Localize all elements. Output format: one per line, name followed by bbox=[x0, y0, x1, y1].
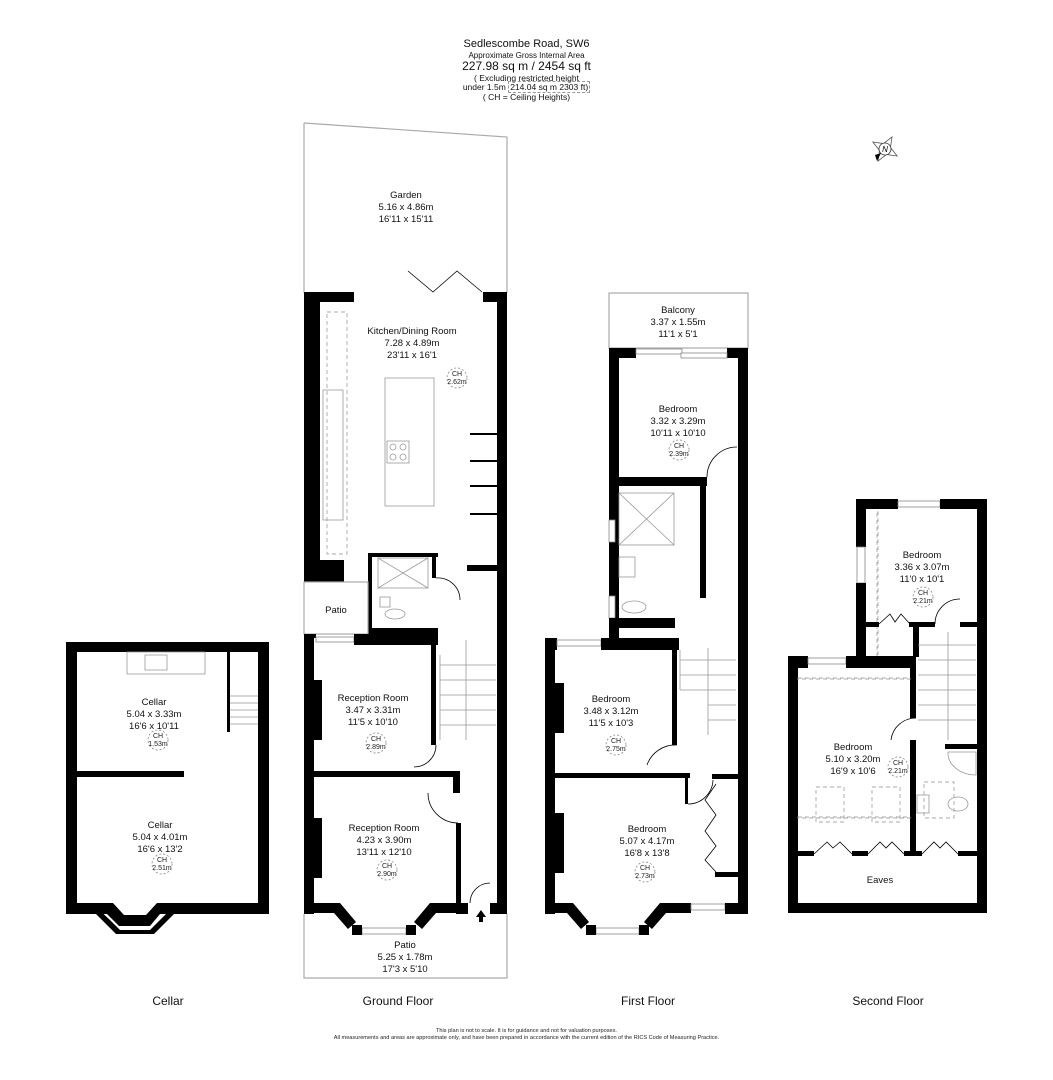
svg-text:5.07 x 4.17m: 5.07 x 4.17m bbox=[620, 836, 675, 847]
svg-text:16'6 x 10'11: 16'6 x 10'11 bbox=[129, 721, 179, 732]
second-floor: Bedroom 3.36 x 3.07m 11'0 x 10'1 CH 2.21… bbox=[788, 499, 987, 913]
svg-text:4.23 x 3.90m: 4.23 x 3.90m bbox=[357, 835, 412, 846]
floor-label-cellar: Cellar bbox=[152, 994, 184, 1008]
excluding-note-1: ( Excluding restricted height bbox=[474, 72, 579, 83]
area-subtitle: Approximate Gross Internal Area bbox=[468, 50, 585, 60]
svg-text:3.37 x 1.55m: 3.37 x 1.55m bbox=[651, 317, 706, 328]
disclaimer-line-2: All measurements and areas are approxima… bbox=[333, 1034, 720, 1041]
svg-text:3.36 x 3.07m: 3.36 x 3.07m bbox=[895, 562, 950, 573]
svg-text:Bedroom: Bedroom bbox=[628, 824, 667, 835]
svg-text:Cellar: Cellar bbox=[148, 820, 173, 831]
svg-text:3.47 x 3.31m: 3.47 x 3.31m bbox=[346, 705, 401, 716]
svg-text:Garden: Garden bbox=[390, 190, 422, 201]
svg-text:11'1 x 5'1: 11'1 x 5'1 bbox=[658, 329, 697, 340]
svg-text:2.89m: 2.89m bbox=[366, 744, 386, 751]
patio-side-label: Patio bbox=[325, 605, 347, 616]
svg-text:Balcony: Balcony bbox=[661, 305, 695, 316]
svg-text:2.62m: 2.62m bbox=[447, 379, 467, 386]
svg-text:CH: CH bbox=[674, 443, 684, 450]
svg-text:Patio: Patio bbox=[394, 940, 416, 951]
cellar-floor: Cellar 5.04 x 3.33m 16'6 x 10'11 CH 1.53… bbox=[66, 642, 269, 934]
bedroom-second-front-label: Bedroom 5.10 x 3.20m 16'9 x 10'6 CH 2.21… bbox=[826, 742, 909, 778]
svg-text:5.16 x 4.86m: 5.16 x 4.86m bbox=[379, 202, 434, 213]
svg-text:5.04 x 3.33m: 5.04 x 3.33m bbox=[127, 709, 182, 720]
north-compass-icon: N bbox=[871, 135, 899, 163]
eaves-label: Eaves bbox=[867, 875, 894, 886]
svg-text:Reception Room: Reception Room bbox=[338, 693, 409, 704]
svg-text:5.25 x 1.78m: 5.25 x 1.78m bbox=[378, 952, 433, 963]
svg-text:2.75m: 2.75m bbox=[606, 746, 626, 753]
svg-text:CH: CH bbox=[382, 863, 392, 870]
svg-text:1.53m: 1.53m bbox=[148, 741, 168, 748]
bedroom-second-rear-label: Bedroom 3.36 x 3.07m 11'0 x 10'1 CH 2.21… bbox=[895, 550, 950, 608]
svg-text:2.21m: 2.21m bbox=[913, 598, 933, 605]
svg-text:Reception Room: Reception Room bbox=[349, 823, 420, 834]
patio-front-label: Patio 5.25 x 1.78m 17'3 x 5'10 bbox=[378, 940, 433, 975]
svg-text:CH: CH bbox=[452, 371, 462, 378]
property-title: Sedlescombe Road, SW6 bbox=[463, 38, 590, 50]
bedroom-first-front-label: Bedroom 5.07 x 4.17m 16'8 x 13'8 CH 2.73… bbox=[620, 824, 675, 883]
svg-text:CH: CH bbox=[157, 857, 167, 864]
reception-front-label: Reception Room 4.23 x 3.90m 13'11 x 12'1… bbox=[349, 823, 420, 881]
svg-text:11'5 x 10'3: 11'5 x 10'3 bbox=[589, 718, 634, 729]
excluding-note-2: under 1.5m 214.04 sq m 2303 ft) bbox=[0, 81, 1053, 94]
svg-text:17'3 x 5'10: 17'3 x 5'10 bbox=[382, 964, 427, 975]
svg-text:Bedroom: Bedroom bbox=[659, 404, 698, 415]
reception-rear-label: Reception Room 3.47 x 3.31m 11'5 x 10'10… bbox=[338, 693, 409, 754]
svg-text:CH: CH bbox=[371, 736, 381, 743]
svg-text:CH: CH bbox=[611, 738, 621, 745]
svg-text:CH: CH bbox=[893, 760, 903, 767]
svg-text:Cellar: Cellar bbox=[142, 697, 167, 708]
svg-text:2.21m: 2.21m bbox=[888, 768, 908, 775]
compass-north-label: N bbox=[882, 145, 888, 154]
svg-text:2.73m: 2.73m bbox=[635, 873, 655, 880]
svg-text:CH: CH bbox=[918, 590, 928, 597]
excluding-note-area: 214.04 sq m 2303 ft) bbox=[508, 81, 591, 94]
excluding-note-prefix: under 1.5m bbox=[462, 82, 506, 93]
floor-label-ground: Ground Floor bbox=[362, 994, 434, 1008]
kitchen-dining-label: Kitchen/Dining Room 7.28 x 4.89m 23'11 x… bbox=[367, 326, 468, 389]
svg-text:Bedroom: Bedroom bbox=[592, 694, 631, 705]
svg-text:16'9 x 10'6: 16'9 x 10'6 bbox=[830, 766, 875, 777]
svg-text:Bedroom: Bedroom bbox=[903, 550, 942, 561]
svg-text:16'6 x 13'2: 16'6 x 13'2 bbox=[137, 844, 182, 855]
cellar-lower-label: Cellar 5.04 x 4.01m 16'6 x 13'2 CH 2.51m bbox=[133, 820, 188, 875]
first-floor: Balcony 3.37 x 1.55m 11'1 x 5'1 Bedroom … bbox=[545, 292, 749, 935]
svg-text:3.32 x 3.29m: 3.32 x 3.29m bbox=[651, 416, 706, 427]
bedroom-first-mid-label: Bedroom 3.48 x 3.12m 11'5 x 10'3 CH 2.75… bbox=[584, 694, 639, 756]
svg-text:11'5 x 10'10: 11'5 x 10'10 bbox=[348, 717, 398, 728]
svg-text:13'11 x 12'10: 13'11 x 12'10 bbox=[356, 847, 411, 858]
floor-label-first: First Floor bbox=[621, 994, 675, 1008]
floor-label-second: Second Floor bbox=[852, 994, 924, 1008]
ground-floor: Garden 5.16 x 4.86m 16'11 x 15'11 Kitche… bbox=[303, 122, 508, 979]
svg-text:5.10 x 3.20m: 5.10 x 3.20m bbox=[826, 754, 881, 765]
svg-text:11'0 x 10'1: 11'0 x 10'1 bbox=[900, 574, 945, 585]
svg-text:2.90m: 2.90m bbox=[377, 871, 397, 878]
svg-text:7.28 x 4.89m: 7.28 x 4.89m bbox=[385, 338, 440, 349]
bedroom-first-rear-label: Bedroom 3.32 x 3.29m 10'11 x 10'10 CH 2.… bbox=[650, 404, 706, 461]
svg-text:CH: CH bbox=[640, 865, 650, 872]
disclaimer: This plan is not to scale. It is for gui… bbox=[0, 1028, 1053, 1042]
svg-text:2.39m: 2.39m bbox=[669, 451, 689, 458]
entrance-arrow-icon bbox=[476, 910, 486, 922]
svg-text:16'8 x 13'8: 16'8 x 13'8 bbox=[624, 848, 669, 859]
garden-label: Garden 5.16 x 4.86m 16'11 x 15'11 bbox=[379, 190, 434, 225]
ceiling-height-legend: ( CH = Ceiling Heights) bbox=[482, 92, 571, 103]
svg-text:Kitchen/Dining Room: Kitchen/Dining Room bbox=[367, 326, 456, 337]
svg-text:CH: CH bbox=[153, 733, 163, 740]
gross-area: 227.98 sq m / 2454 sq ft bbox=[462, 58, 591, 73]
svg-text:Bedroom: Bedroom bbox=[834, 742, 873, 753]
svg-text:23'11 x 16'1: 23'11 x 16'1 bbox=[387, 350, 437, 361]
svg-text:3.48 x 3.12m: 3.48 x 3.12m bbox=[584, 706, 639, 717]
svg-text:10'11 x 10'10: 10'11 x 10'10 bbox=[650, 428, 705, 439]
svg-text:2.51m: 2.51m bbox=[152, 865, 172, 872]
svg-text:5.04 x 4.01m: 5.04 x 4.01m bbox=[133, 832, 188, 843]
cellar-upper-label: Cellar 5.04 x 3.33m 16'6 x 10'11 CH 1.53… bbox=[127, 697, 182, 751]
plan-header: Sedlescombe Road, SW6 Approximate Gross … bbox=[0, 38, 1053, 103]
svg-text:16'11 x 15'11: 16'11 x 15'11 bbox=[379, 214, 434, 225]
balcony-label: Balcony 3.37 x 1.55m 11'1 x 5'1 bbox=[651, 305, 706, 340]
disclaimer-line-1: This plan is not to scale. It is for gui… bbox=[436, 1028, 617, 1034]
